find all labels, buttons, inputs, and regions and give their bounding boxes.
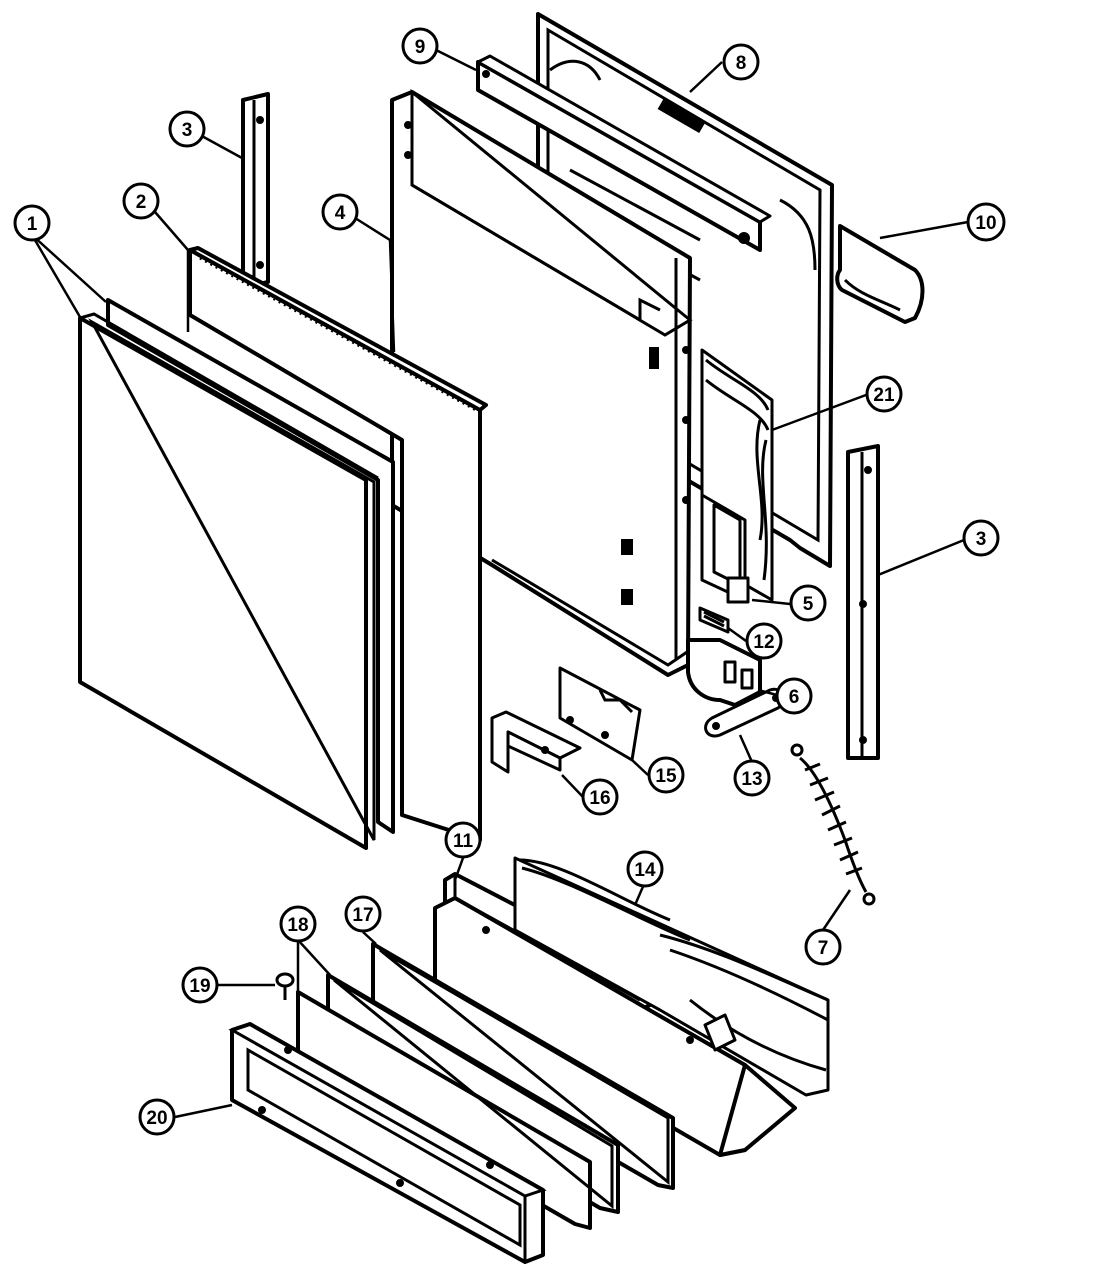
callout-10: 10 xyxy=(966,202,1006,242)
part-bottom-frame xyxy=(228,1022,547,1264)
callout-4: 4 xyxy=(321,193,359,231)
callout-15: 15 xyxy=(647,756,685,794)
part-top-rail xyxy=(476,54,772,252)
callout-label-18: 18 xyxy=(287,915,308,936)
callout-12: 12 xyxy=(745,622,783,660)
part-door-handle xyxy=(835,224,925,324)
callout-17: 17 xyxy=(344,895,382,933)
callout-20: 20 xyxy=(138,1098,176,1136)
callout-label-20: 20 xyxy=(146,1108,167,1129)
part-door-spring xyxy=(790,743,876,906)
callout-label-11: 11 xyxy=(453,831,474,852)
callout-label-21: 21 xyxy=(873,385,895,406)
callout-19: 19 xyxy=(181,966,219,1004)
callout-7: 7 xyxy=(804,928,842,966)
callout-label-1: 1 xyxy=(27,214,38,235)
part-latch-bracket xyxy=(700,493,750,604)
callout-13: 13 xyxy=(733,759,771,797)
callout-label-3-left: 3 xyxy=(182,120,193,141)
callout-label-13: 13 xyxy=(741,769,762,790)
part-hinge-bracket xyxy=(686,638,762,707)
callout-label-5: 5 xyxy=(803,594,814,615)
callout-label-14: 14 xyxy=(634,860,656,881)
callout-label-3-right: 3 xyxy=(976,529,987,550)
callout-label-10: 10 xyxy=(975,213,996,234)
part-lower-panel-18 xyxy=(296,973,620,1230)
part-screw xyxy=(275,972,295,1000)
part-side-trim-right xyxy=(846,444,880,760)
part-door-panel-board xyxy=(188,246,488,842)
callout-label-16: 16 xyxy=(589,788,610,809)
callout-3-left: 3 xyxy=(168,110,206,148)
part-lower-insulation xyxy=(513,856,830,1097)
callout-14: 14 xyxy=(626,850,664,888)
part-outer-door-panel xyxy=(78,298,395,850)
callout-2: 2 xyxy=(122,182,160,220)
callout-label-7: 7 xyxy=(818,938,829,959)
callout-6: 6 xyxy=(775,677,813,715)
leader-lines xyxy=(30,48,969,1119)
callout-label-4: 4 xyxy=(335,203,346,224)
callout-label-6: 6 xyxy=(789,687,800,708)
callout-label-15: 15 xyxy=(655,766,677,787)
callout-8: 8 xyxy=(722,43,760,81)
callout-label-8: 8 xyxy=(736,53,747,74)
part-mount-bracket-16 xyxy=(490,710,582,774)
callout-label-12: 12 xyxy=(753,632,774,653)
callout-1: 1 xyxy=(13,204,51,242)
callout-21: 21 xyxy=(865,375,903,413)
callout-11: 11 xyxy=(444,821,482,859)
callout-label-19: 19 xyxy=(189,976,210,997)
callout-3-right: 3 xyxy=(962,519,1000,557)
callout-label-17: 17 xyxy=(352,905,373,926)
callout-label-9: 9 xyxy=(415,37,426,58)
part-side-trim-left xyxy=(241,92,270,290)
callout-9: 9 xyxy=(401,27,439,65)
callout-label-2: 2 xyxy=(136,192,147,213)
callout-5: 5 xyxy=(789,584,827,622)
part-small-strip xyxy=(698,606,730,634)
callout-16: 16 xyxy=(581,778,619,816)
callout-18: 18 xyxy=(279,905,317,943)
